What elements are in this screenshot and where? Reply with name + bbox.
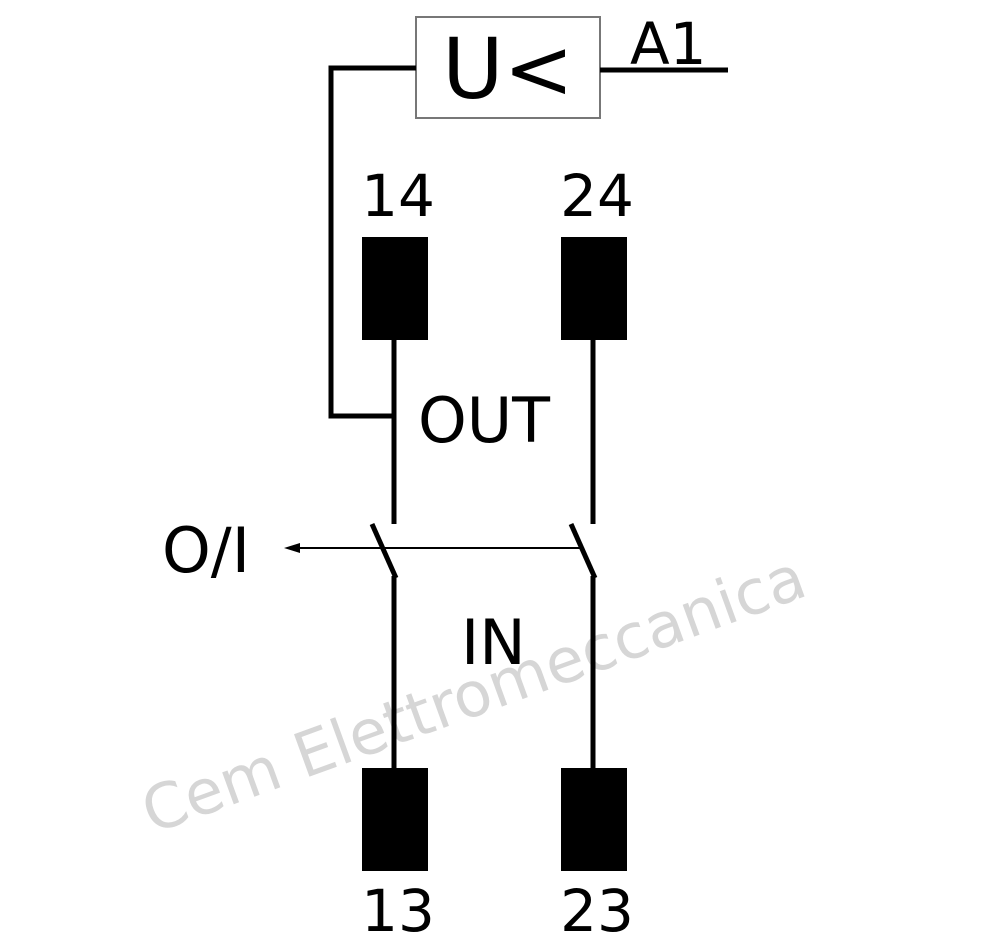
- oi-label: O/I: [162, 514, 250, 587]
- relay-feed-wire: [328, 65, 416, 419]
- switch-blade-left: [369, 522, 399, 580]
- undervoltage-relay-box: [415, 16, 601, 119]
- switch-blade-right: [568, 522, 598, 580]
- terminal-block-23: [561, 768, 627, 871]
- terminal-label-24: 24: [560, 162, 634, 230]
- terminal-block-24: [561, 237, 627, 340]
- terminal-label-14: 14: [361, 162, 435, 230]
- relay-symbol-label: U<: [442, 20, 574, 118]
- a1-terminal-label: A1: [630, 10, 707, 78]
- terminal-label-13: 13: [361, 877, 435, 943]
- terminal-block-13: [362, 768, 428, 871]
- terminal-label-23: 23: [560, 877, 634, 943]
- linkage-arrow-icon: [284, 543, 300, 553]
- out-label: OUT: [418, 384, 551, 457]
- in-label: IN: [461, 606, 526, 679]
- terminal-block-14: [362, 237, 428, 340]
